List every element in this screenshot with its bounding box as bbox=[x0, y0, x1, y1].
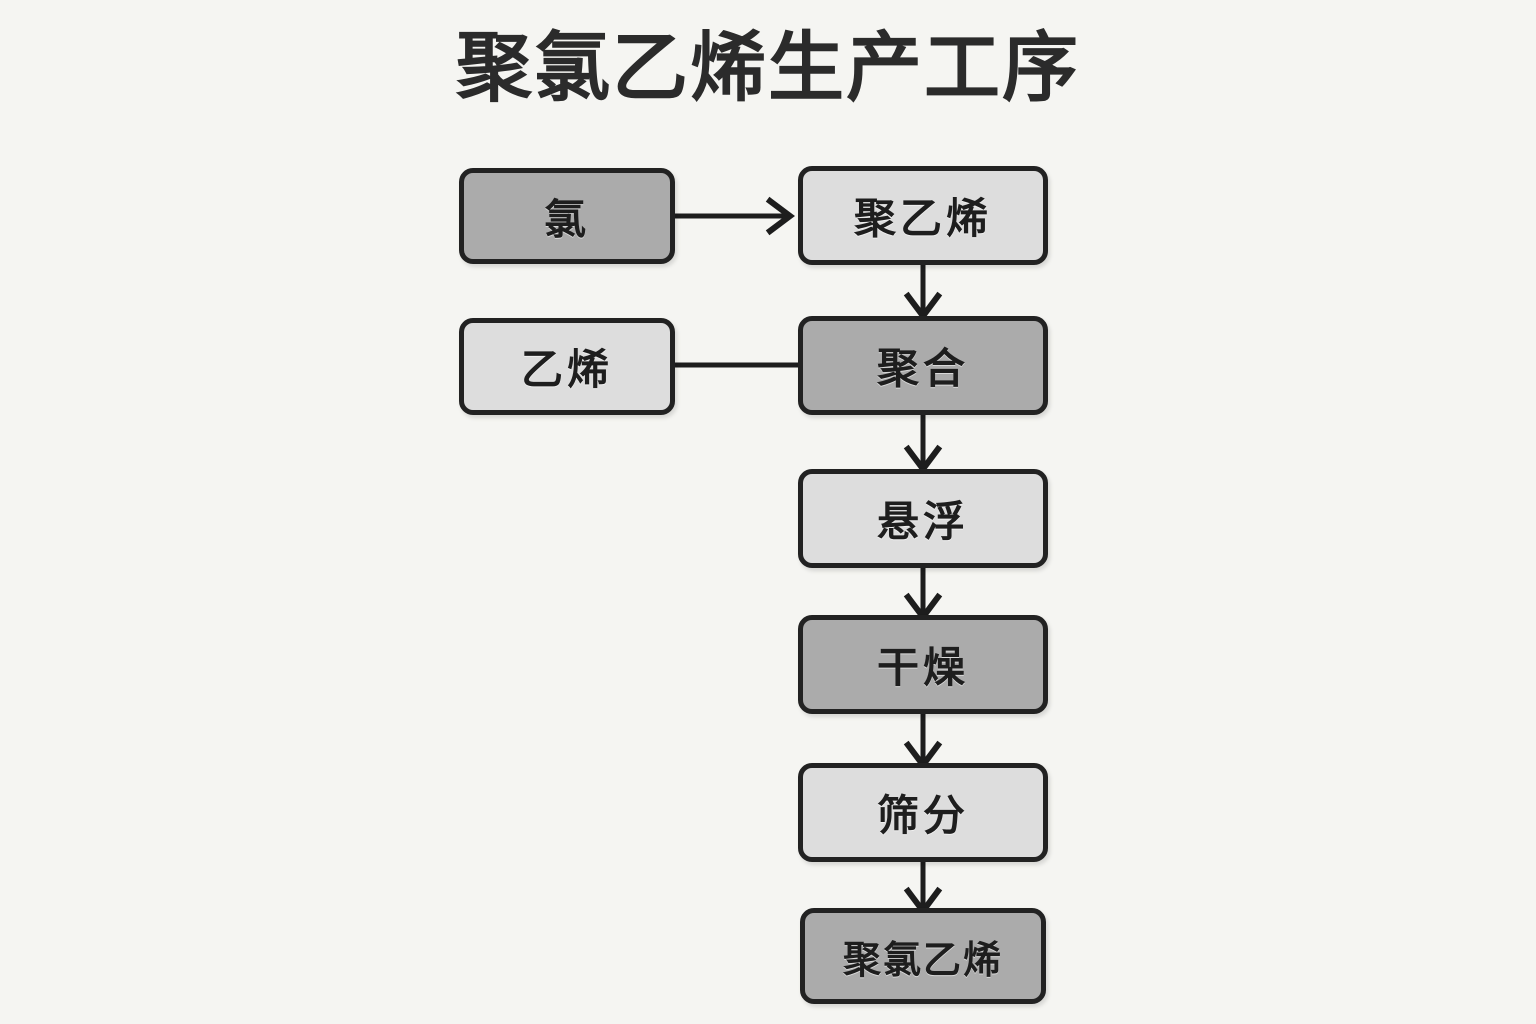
node-chlorine[interactable]: 氯 bbox=[459, 168, 675, 264]
node-ethylene[interactable]: 乙烯 bbox=[459, 318, 675, 415]
node-drying[interactable]: 干燥 bbox=[798, 615, 1048, 714]
node-pvc-label: 聚氯乙烯 bbox=[842, 939, 1003, 982]
node-polymerize-label: 聚合 bbox=[876, 345, 969, 392]
connector-polymerize-to-suspension bbox=[903, 410, 943, 474]
node-polyethylene[interactable]: 聚乙烯 bbox=[798, 166, 1048, 265]
node-suspension-label: 悬浮 bbox=[876, 498, 969, 545]
connector-drying-to-screening bbox=[903, 709, 943, 770]
connector-chlorine-to-polyethylene bbox=[672, 196, 795, 236]
connector-polyethylene-to-polymerize bbox=[903, 260, 943, 321]
node-pvc[interactable]: 聚氯乙烯 bbox=[800, 908, 1046, 1004]
node-ethylene-label: 乙烯 bbox=[520, 346, 613, 393]
page-title: 聚氯乙烯生产工序 bbox=[456, 26, 1080, 111]
node-polymerize[interactable]: 聚合 bbox=[798, 316, 1048, 415]
node-screening-label: 筛分 bbox=[876, 792, 969, 839]
node-chlorine-label: 氯 bbox=[543, 195, 590, 243]
node-polyethylene-label: 聚乙烯 bbox=[853, 195, 992, 242]
node-screening[interactable]: 筛分 bbox=[798, 763, 1048, 862]
connector-ethylene-to-polymerize bbox=[672, 362, 804, 368]
connector-suspension-to-drying bbox=[903, 563, 943, 622]
node-suspension[interactable]: 悬浮 bbox=[798, 469, 1048, 568]
node-drying-label: 干燥 bbox=[876, 644, 969, 691]
